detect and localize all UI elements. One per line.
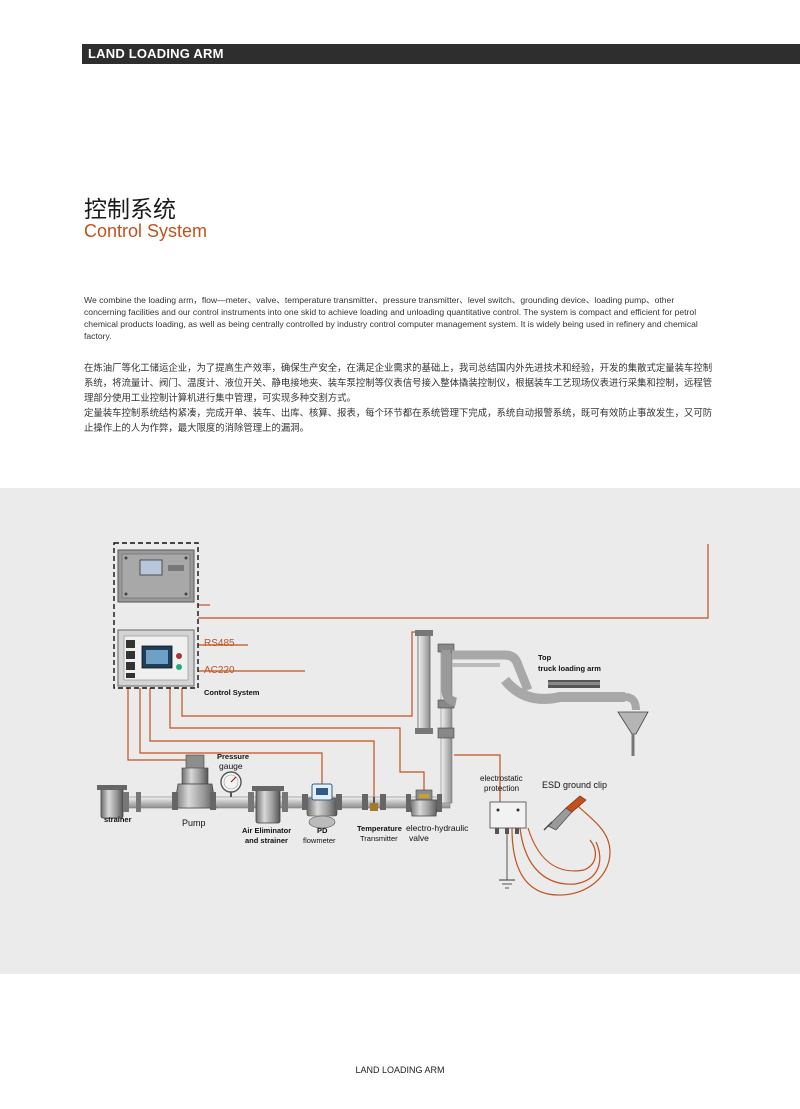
control-system-label: Control System	[204, 688, 260, 697]
intro-paragraph-cn-1: 在炼油厂等化工储运企业，为了提高生产效率，确保生产安全，在满足企业需求的基础上，…	[84, 363, 713, 404]
top-arm-label-1: Top	[538, 653, 552, 662]
intro-paragraph-cn-2: 定量装车控制系统结构紧凑，完成开单、装车、出库、核算、报表，每个环节都在系统管理…	[84, 408, 713, 434]
pressure-gauge-label-1: Pressure	[217, 752, 249, 761]
pump-label: Pump	[182, 818, 206, 828]
page-footer: LAND LOADING ARM	[355, 1065, 445, 1075]
pd-flowmeter-label-2: flowmeter	[303, 836, 336, 845]
electro-hydraulic-valve-label-2: valve	[409, 833, 429, 843]
electrostatic-protection-label-2: protection	[484, 784, 519, 793]
top-loading-arm-icon	[415, 630, 649, 756]
page-header-bar: LAND LOADING ARM	[82, 44, 800, 64]
esd-ground-clip-icon	[543, 795, 587, 831]
intro-paragraph-cn: 在炼油厂等化工储运企业，为了提高生产效率，确保生产安全，在满足企业需求的基础上，…	[84, 361, 716, 436]
pd-flowmeter-label-1: PD	[317, 826, 328, 835]
signal-wires	[127, 544, 709, 896]
temperature-transmitter-label-2: Transmitter	[360, 834, 398, 843]
intro-paragraph-en: We combine the loading arm，flow—meter、va…	[84, 295, 698, 341]
air-eliminator-label-2: and strainer	[245, 836, 288, 845]
system-diagram: RS485 AC220 Control System	[97, 542, 709, 896]
electro-hydraulic-valve-icon	[406, 789, 442, 817]
electro-hydraulic-valve-label-1: electro-hydraulic	[406, 823, 469, 833]
control-panel-lower	[117, 629, 195, 687]
electrostatic-protection-label-1: electrostatic	[480, 774, 523, 783]
pd-flowmeter-icon	[302, 783, 342, 829]
section-title-cn: 控制系统	[84, 197, 176, 223]
diagram-panel: RS485 AC220 Control System	[0, 488, 800, 974]
pressure-gauge-label-2: gauge	[219, 761, 243, 771]
control-cabinet-outline	[113, 542, 199, 689]
rs485-label: RS485	[204, 638, 235, 649]
pump-icon	[172, 754, 217, 810]
temperature-transmitter-label-1: Temperature	[357, 824, 402, 833]
ac220-label: AC220	[204, 665, 235, 676]
air-eliminator-label-1: Air Eliminator	[242, 826, 291, 835]
temperature-transmitter-icon	[362, 794, 386, 811]
section-title-en: Control System	[84, 221, 208, 241]
pressure-gauge-icon	[220, 771, 242, 797]
top-arm-label-2: truck loading arm	[538, 664, 601, 673]
electrostatic-protection-icon	[489, 801, 527, 889]
esd-ground-clip-label: ESD ground clip	[542, 780, 607, 790]
strainer-label: strainer	[104, 815, 132, 824]
air-eliminator-icon	[248, 786, 288, 824]
control-box-upper	[117, 549, 195, 603]
strainer-icon	[97, 785, 141, 819]
